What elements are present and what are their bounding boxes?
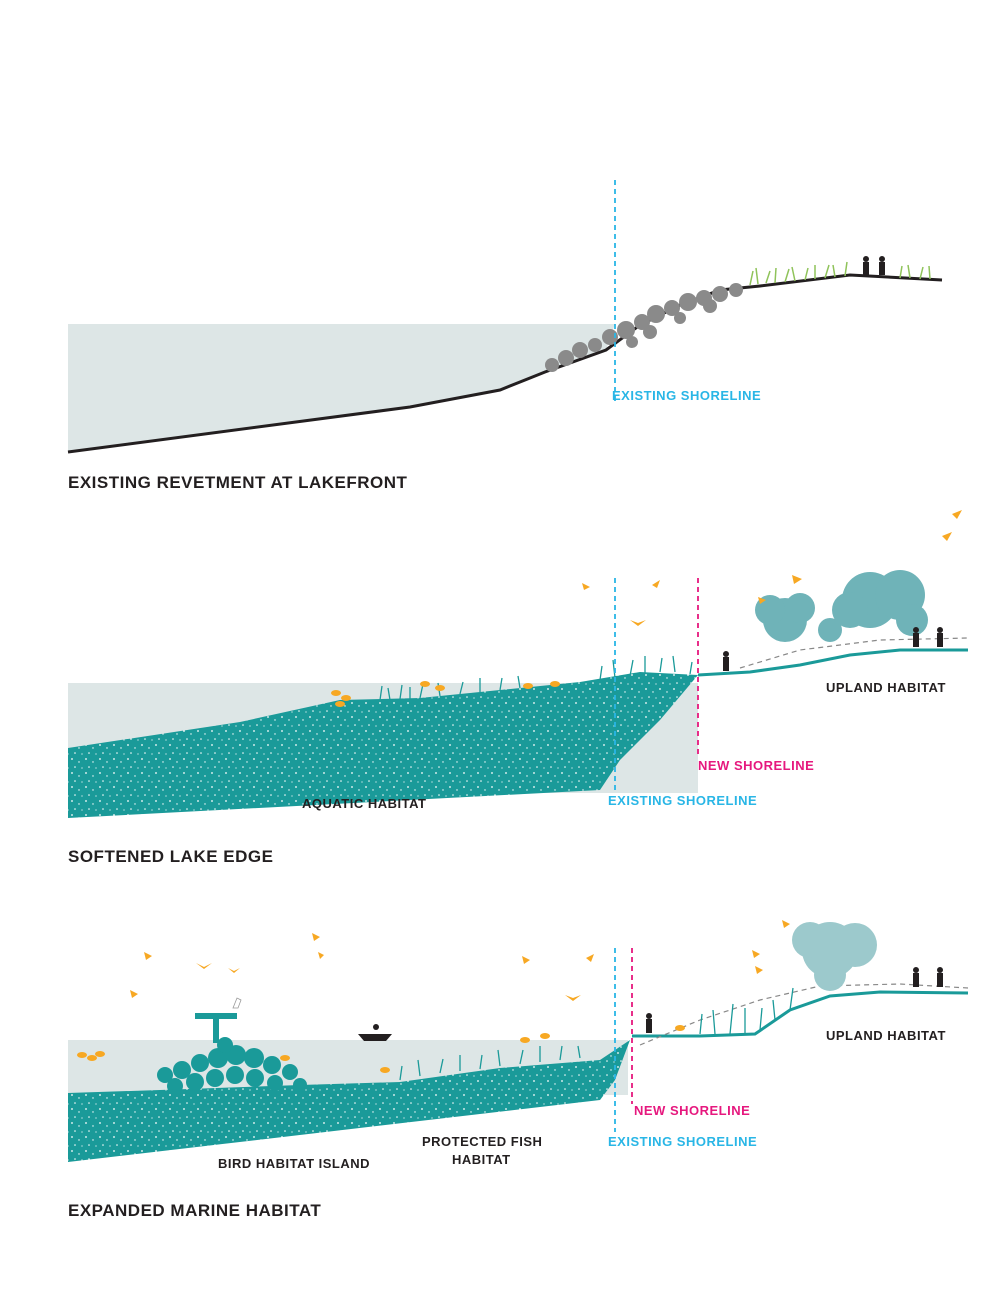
birds-icon (582, 510, 962, 626)
protected-fish-habitat-label-line2: HABITAT (452, 1152, 511, 1167)
existing-shoreline-label: EXISTING SHORELINE (612, 388, 761, 403)
fish-icon (331, 681, 560, 707)
people-icon (723, 627, 943, 671)
section-title: EXPANDED MARINE HABITAT (68, 1201, 321, 1220)
fish-icon (77, 1025, 685, 1073)
marine-habitat-fill (68, 1040, 630, 1162)
section-title: SOFTENED LAKE EDGE (68, 847, 273, 866)
new-shoreline-label: NEW SHORELINE (634, 1103, 750, 1118)
people-icon (863, 256, 885, 275)
bird-perch-platform (195, 1013, 237, 1043)
revetment-rocks (545, 283, 743, 372)
upland-habitat-label: UPLAND HABITAT (826, 1028, 946, 1043)
aquatic-habitat-label: AQUATIC HABITAT (302, 796, 426, 811)
lake-water (68, 324, 615, 452)
bird-habitat-island-label: BIRD HABITAT ISLAND (218, 1156, 370, 1171)
birds-icon (130, 920, 790, 1001)
protected-fish-habitat-label: PROTECTED FISH (422, 1134, 542, 1149)
bird-island-rocks (157, 1037, 307, 1094)
section-expanded-marine: UPLAND HABITAT NEW SHORELINE PROTECTED F… (68, 920, 969, 1220)
section-existing-revetment: EXISTING SHORELINE EXISTING REVETMENT AT… (67, 180, 943, 492)
grass-tufts (749, 261, 931, 286)
heron-icon (232, 997, 242, 1009)
existing-shoreline-label: EXISTING SHORELINE (608, 793, 757, 808)
section-title: EXISTING REVETMENT AT LAKEFRONT (68, 473, 408, 492)
new-shoreline-label: NEW SHORELINE (698, 758, 814, 773)
aquatic-habitat-fill (68, 672, 698, 818)
section-softened-edge: UPLAND HABITAT NEW SHORELINE AQUATIC HAB… (68, 510, 969, 866)
upland-ground-line (697, 648, 968, 677)
marsh-grass (399, 987, 794, 1081)
fishing-boat-icon (358, 1024, 392, 1041)
trees-icon (755, 570, 928, 642)
people-icon (646, 967, 943, 1033)
trees-icon (792, 922, 877, 991)
existing-shoreline-label: EXISTING SHORELINE (608, 1134, 757, 1149)
original-grade-dashed (639, 983, 969, 1046)
original-grade-dashed (739, 637, 969, 669)
upland-habitat-label: UPLAND HABITAT (826, 680, 946, 695)
